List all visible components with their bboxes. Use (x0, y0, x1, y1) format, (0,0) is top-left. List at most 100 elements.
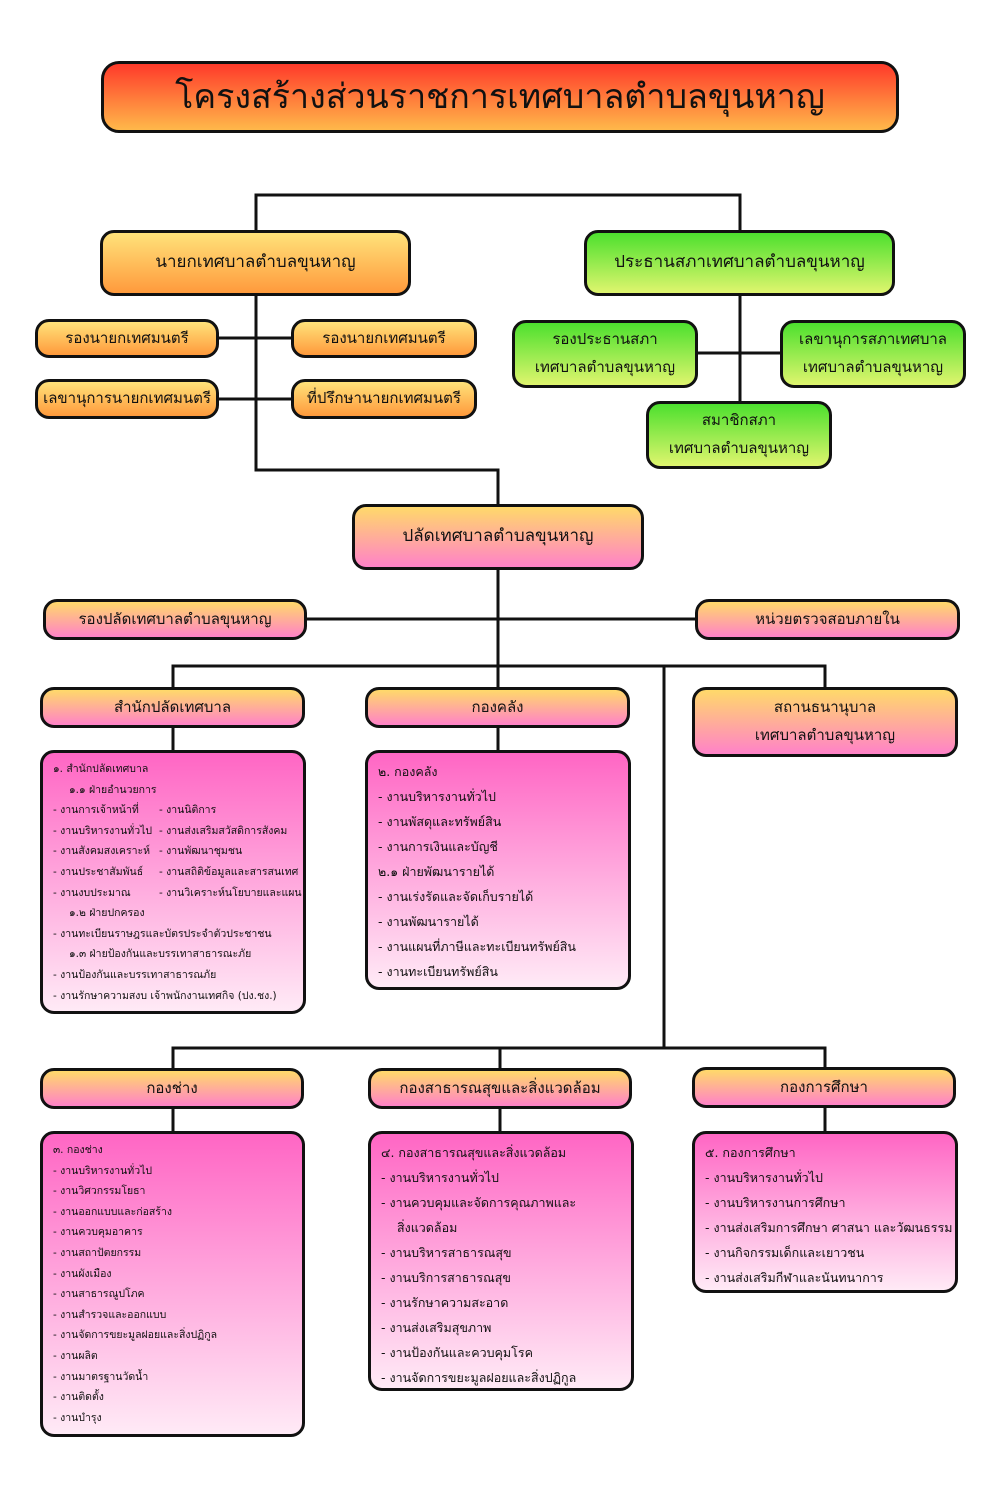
public-health-head: กองสาธารณสุขและสิ่งแวดล้อม (368, 1068, 632, 1109)
list-item-text: - งานบริหารงานทั่วไป (53, 824, 153, 837)
list-item: ๑. สำนักปลัดเทศบาล (53, 759, 295, 780)
list-item-text: - งานบริหารงานทั่วไป (705, 1170, 823, 1185)
nursery-title-line1: สถานธนานุบาล (773, 698, 877, 717)
list-item-text: - งานมาตรฐานวัดน้ำ (53, 1370, 149, 1383)
finance-title: กองคลัง (471, 697, 524, 716)
list-item-text: - งานออกแบบและก่อสร้าง (53, 1205, 172, 1218)
list-item: - งานเร่งรัดและจัดเก็บรายได้ (378, 884, 620, 909)
list-item: - งานแผนที่ภาษีและทะเบียนทรัพย์สิน (378, 934, 620, 959)
clerk-office-list: ๑. สำนักปลัดเทศบาล๑.๑ ฝ่ายอำนวยการ - งานก… (40, 750, 306, 1014)
page-title-text: โครงสร้างส่วนราชการเทศบาลตำบลขุนหาญ (175, 76, 825, 117)
connector-mayor-spine (254, 296, 500, 505)
list-item-text: - งานผังเมือง (53, 1267, 112, 1280)
list-item-text: - งานติดตั้ง (53, 1391, 104, 1404)
list-item: - งานจัดการขยะมูลฝอยและสิ่งปฏิกูล (381, 1365, 623, 1390)
list-item: ๒. กองคลัง (378, 759, 620, 784)
list-item-text: - งานป้องกันและควบคุมโรค (381, 1345, 533, 1360)
clerk-office-head: สำนักปลัดเทศบาล (40, 687, 305, 728)
list-item: - งานผลิต (53, 1346, 294, 1367)
mayor-secretary-label: เลขานุการนายกเทศมนตรี (43, 389, 211, 408)
list-item: - งานผังเมือง (53, 1264, 294, 1285)
list-item-text: - งานบำรุง (53, 1411, 102, 1424)
list-item: - งานประชาสัมพันธ์- งานสถิติข้อมูลและสาร… (53, 862, 298, 883)
list-item-text: - งานบริหารงานทั่วไป (378, 789, 496, 804)
list-item-text: - งานการเจ้าหน้าที่ (53, 804, 139, 817)
list-item: - งานสถาปัตยกรรม (53, 1243, 294, 1264)
connector-top (254, 193, 742, 230)
nursery-title-line2: เทศบาลตำบลขุนหาญ (754, 726, 896, 744)
list-item-text: - งานป้องกันและบรรเทาสาธารณภัย (53, 968, 217, 981)
list-item: - งานส่งเสริมกีฬาและนันทนาการ (705, 1265, 947, 1290)
list-item-text: - งานบริการสาธารณสุข (381, 1270, 511, 1285)
list-item-text: - งานผลิต (53, 1349, 98, 1362)
council-president-box: ประธานสภาเทศบาลตำบลขุนหาญ (584, 230, 895, 296)
mayor-advisor-label: ที่ปรึกษานายกเทศมนตรี (307, 389, 461, 408)
list-item-text: ๑.๑ ฝ่ายอำนวยการ (69, 783, 157, 796)
list-item-text: - งานบริหารงานการศึกษา (705, 1195, 846, 1210)
list-item-text: ๑.๓ ฝ่ายป้องกันและบรรเทาสาธารณะภัย (69, 948, 252, 961)
list-item-text: - งานพัสดุและทรัพย์สิน (378, 814, 502, 829)
list-item: - งานกิจกรรมเด็กและเยาวชน (705, 1240, 947, 1265)
list-item: - งานงบประมาณ- งานวิเคราะห์นโยบายและแผน (53, 883, 302, 904)
deputy-mayor-2-box: รองนายกเทศมนตรี (291, 319, 477, 358)
list-item: - งานส่งเสริมการศึกษา ศาสนา และวัฒนธรรม (705, 1215, 952, 1240)
deputy-clerk-box: รองปลัดเทศบาลตำบลขุนหาญ (43, 599, 307, 640)
list-item-text: - งานทะเบียนทรัพย์สิน (378, 964, 498, 979)
list-item-text: ๒.๑ ฝ่ายพัฒนารายได้ (378, 864, 495, 879)
clerk-office-title: สำนักปลัดเทศบาล (113, 697, 232, 716)
council-secretary-box: เลขานุการสภาเทศบาล เทศบาลตำบลขุนหาญ (780, 320, 966, 388)
list-item: ๑.๑ ฝ่ายอำนวยการ (53, 780, 295, 801)
list-item: - งานวิศวกรรมโยธา (53, 1181, 294, 1202)
council-vice-president-line2: เทศบาลตำบลขุนหาญ (534, 358, 676, 376)
list-item-text: - งานเร่งรัดและจัดเก็บรายได้ (378, 889, 534, 904)
engineering-head: กองช่าง (40, 1068, 304, 1109)
list-item-text: - งานควบคุมและจัดการคุณภาพและ (381, 1195, 577, 1210)
list-item: - งานบริหารงานทั่วไป (378, 784, 620, 809)
list-item: - งานบำรุง (53, 1408, 294, 1429)
list-item-text: - งานกิจกรรมเด็กและเยาวชน (705, 1245, 865, 1260)
council-members-box: สมาชิกสภา เทศบาลตำบลขุนหาญ (646, 401, 832, 469)
finance-list: ๒. กองคลัง - งานบริหารงานทั่วไป - งานพัสดุ… (365, 750, 631, 990)
nursery-head: สถานธนานุบาล เทศบาลตำบลขุนหาญ (692, 687, 958, 757)
list-item: - งานทะเบียนราษฎรและบัตรประจำตัวประชาชน (53, 924, 295, 945)
list-item: - งานควบคุมอาคาร (53, 1222, 294, 1243)
council-vice-president-box: รองประธานสภา เทศบาลตำบลขุนหาญ (512, 320, 698, 388)
list-item-text: ๒. กองคลัง (378, 764, 438, 779)
list-item: - งานป้องกันและควบคุมโรค (381, 1340, 623, 1365)
list-item: - งานรักษาความสะอาด (381, 1290, 623, 1315)
list-item-text: - งานจัดการขยะมูลฝอยและสิ่งปฏิกูล (381, 1370, 577, 1385)
list-item-text: - งานจัดการขยะมูลฝอยและสิ่งปฏิกูล (53, 1329, 218, 1342)
list-item: ๒.๑ ฝ่ายพัฒนารายได้ (378, 859, 620, 884)
engineering-list: ๓. กองช่าง - งานบริหารงานทั่วไป - งานวิศวก… (40, 1131, 305, 1437)
list-item-text-2: - งานส่งเสริมสวัสดิการสังคม (159, 824, 288, 837)
list-item: สิ่งแวดล้อม (381, 1215, 623, 1240)
deputy-mayor-1-label: รองนายกเทศมนตรี (65, 328, 189, 347)
list-item: - งานทะเบียนทรัพย์สิน (378, 959, 620, 984)
list-item: - งานสำรวจและออกแบบ (53, 1305, 294, 1326)
council-secretary-line2: เทศบาลตำบลขุนหาญ (802, 358, 944, 376)
deputy-mayor-2-label: รองนายกเทศมนตรี (322, 328, 446, 347)
list-item: ๕. กองการศึกษา (705, 1140, 947, 1165)
list-item: - งานบริหารงานการศึกษา (705, 1190, 947, 1215)
council-vice-president-line1: รองประธานสภา (552, 330, 658, 349)
list-item: ๑.๒ ฝ่ายปกครอง (53, 903, 295, 924)
list-item: ๔. กองสาธารณสุขและสิ่งแวดล้อม (381, 1140, 623, 1165)
list-item-text-2: - งานพัฒนาชุมชน (159, 845, 243, 858)
list-item-text: - งานรักษาความสะอาด (381, 1295, 509, 1310)
list-item-text: - งานสาธารณูปโภค (53, 1288, 145, 1301)
list-item-text: - งานบริหารงานทั่วไป (53, 1164, 153, 1177)
clerk-box: ปลัดเทศบาลตำบลขุนหาญ (352, 504, 644, 570)
list-item: ๓. กองช่าง (53, 1140, 294, 1161)
list-item: - งานการเจ้าหน้าที่- งานนิติการ (53, 800, 295, 821)
list-item-text: - งานประชาสัมพันธ์ (53, 865, 144, 878)
list-item-text: ๔. กองสาธารณสุขและสิ่งแวดล้อม (381, 1145, 567, 1160)
list-item-text-2: - งานวิเคราะห์นโยบายและแผน (159, 886, 302, 899)
deputy-mayor-1-box: รองนายกเทศมนตรี (35, 319, 219, 358)
list-item-text: - งานรักษาความสงบ เจ้าพนักงานเทศกิจ (ปง.… (53, 989, 277, 1002)
council-members-line1: สมาชิกสภา (701, 411, 777, 430)
list-item: - งานบริการสาธารณสุข (381, 1265, 623, 1290)
deputy-clerk-label: รองปลัดเทศบาลตำบลขุนหาญ (78, 609, 272, 628)
clerk-label: ปลัดเทศบาลตำบลขุนหาญ (402, 526, 594, 547)
